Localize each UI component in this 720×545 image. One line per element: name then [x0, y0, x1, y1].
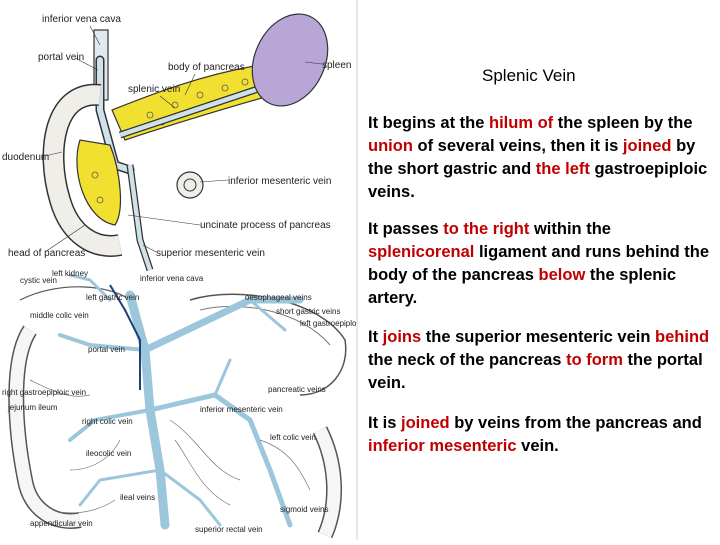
- label-ileocolic: ileocolic vein: [86, 449, 131, 458]
- label-appendicular: appendicular vein: [30, 519, 93, 528]
- label-spleen: spleen: [322, 60, 351, 71]
- label-right-gastroepiploic: right gastroepiploic vein: [2, 388, 86, 397]
- label-esophageal: oesophageal veins: [245, 293, 312, 302]
- label-cystic: cystic vein: [20, 276, 57, 285]
- label-sigmoid: sigmoid veins: [280, 505, 328, 514]
- spleen-shape: [251, 13, 329, 107]
- pancreas-head-shape: [76, 139, 122, 226]
- paragraph-1: It begins at the hilum of the spleen by …: [368, 114, 708, 201]
- label-uncinate: uncinate process of pancreas: [200, 220, 331, 231]
- label-smv: superior mesenteric vein: [156, 248, 265, 259]
- label-left-colic: left colic vein: [270, 433, 316, 442]
- label-left-gastroepiploic: left gastroepiploic: [300, 319, 356, 328]
- label-duodenum: duodenum: [2, 152, 49, 163]
- label-portal-bottom: portal vein: [88, 345, 125, 354]
- label-ima-bottom: inferior mesenteric vein: [200, 405, 283, 414]
- paragraph-4: It is joined by veins from the pancreas …: [368, 414, 702, 455]
- label-pancreatic: pancreatic veins: [268, 385, 326, 394]
- paragraph-2: It passes to the right within the spleni…: [368, 220, 710, 307]
- portal-venous-diagram: inferior vena cava portal vein body of p…: [2, 13, 362, 539]
- label-head-pancreas: head of pancreas: [8, 248, 85, 259]
- label-ima-top: inferior mesenteric vein: [228, 176, 331, 187]
- label-left-kidney: left kidney: [52, 269, 88, 278]
- label-ivc-bottom: inferior vena cava: [140, 274, 204, 283]
- label-middle-colic: middle colic vein: [30, 311, 89, 320]
- panel-divider: [356, 0, 358, 540]
- label-body-pancreas: body of pancreas: [168, 62, 245, 73]
- label-short-gastric: short gastric veins: [276, 307, 340, 316]
- label-ileal: ileal veins: [120, 493, 155, 502]
- label-splenic-vein: splenic vein: [128, 84, 180, 95]
- anatomy-figure: inferior vena cava portal vein body of p…: [0, 0, 362, 540]
- label-ivc-top: inferior vena cava: [42, 14, 121, 25]
- paragraph-3: It joins the superior mesenteric vein be…: [368, 328, 710, 392]
- label-jejunum: jejunum ileum: [7, 403, 58, 412]
- label-superior-rectal: superior rectal vein: [195, 525, 263, 534]
- label-right-colic: right colic vein: [82, 417, 133, 426]
- label-left-gastric: left gastric vein: [86, 293, 139, 302]
- slide-title: Splenic Vein: [482, 66, 576, 85]
- label-portal-top: portal vein: [38, 52, 84, 63]
